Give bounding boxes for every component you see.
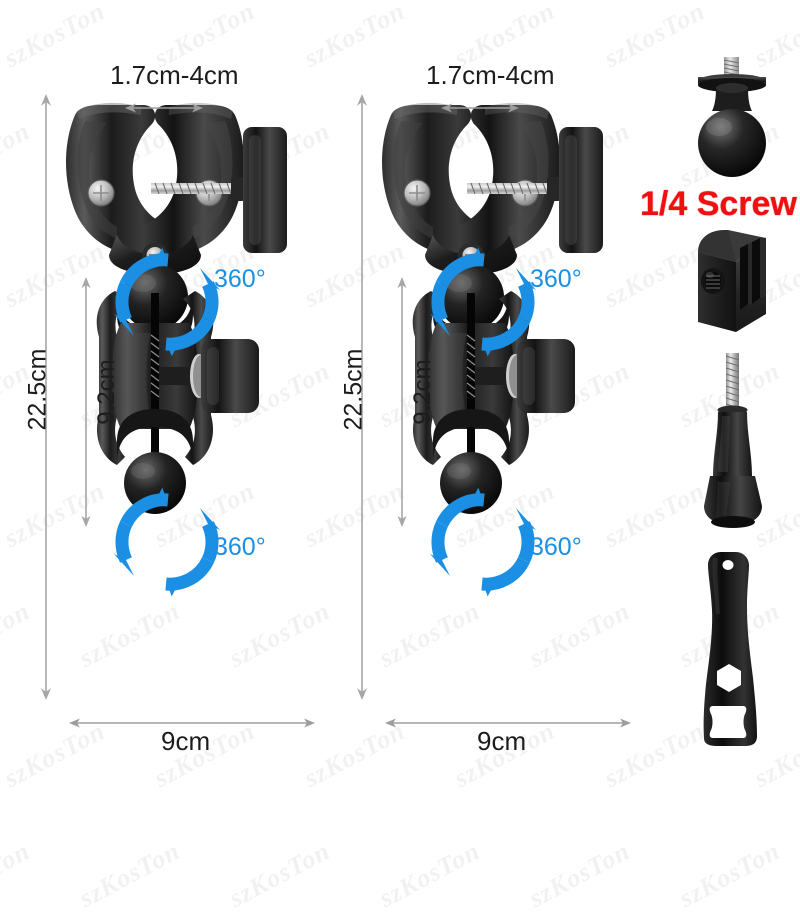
lower-ball-joint (124, 452, 186, 514)
watermark-text: szKosTon (0, 596, 35, 674)
wrench-spanner-tool (693, 548, 765, 748)
measure-height-arm-2 (394, 276, 410, 528)
rotation-arrow-1-bottom-icon (112, 487, 222, 597)
label-rotation-2-bottom: 360° (530, 533, 582, 561)
gopro-tripod-mount-adapter (690, 228, 800, 336)
label-rotation-1-top: 360° (214, 265, 266, 293)
watermark-text: szKosTon (524, 836, 635, 914)
rotation-arrow-2-bottom-icon (428, 487, 538, 597)
watermark-text: szKosTon (0, 0, 110, 74)
watermark-text: szKosTon (299, 0, 410, 74)
top-clamp-jaws (66, 102, 287, 275)
rotation-arrow-1-top-icon (112, 247, 222, 357)
label-top-width-1: 1.7cm-4cm (110, 60, 239, 90)
watermark-text: szKosTon (224, 836, 335, 914)
long-thumb-screw-bolt (700, 350, 770, 530)
label-quarter-inch-screw: 1/4 Screw (640, 185, 797, 223)
measure-top-width-2 (440, 101, 520, 115)
label-top-width-2: 1.7cm-4cm (426, 60, 555, 90)
ball-head-adapter-1-4-screw (672, 55, 792, 180)
watermark-text: szKosTon (374, 836, 485, 914)
clamp-mount-unit-1 (55, 85, 355, 730)
label-rotation-2-top: 360° (530, 265, 582, 293)
watermark-text: szKosTon (74, 836, 185, 914)
measure-height-arm-1 (78, 276, 94, 528)
label-height-arm-1: 9.2cm (93, 359, 120, 425)
label-height-arm-2: 9.2cm (409, 359, 436, 425)
label-height-total-1: 22.5cm (23, 348, 52, 431)
measure-top-width-1 (124, 101, 204, 115)
watermark-text: szKosTon (0, 836, 35, 914)
measure-height-total-1 (38, 92, 54, 702)
watermark-text: szKosTon (0, 116, 35, 194)
measure-base-width-2 (384, 716, 632, 730)
label-height-total-2: 22.5cm (339, 348, 368, 431)
label-base-width-2: 9cm (477, 726, 527, 756)
measure-base-width-1 (68, 716, 316, 730)
label-base-width-1: 9cm (161, 726, 211, 756)
label-rotation-1-bottom: 360° (214, 533, 266, 561)
watermark-text: szKosTon (674, 836, 785, 914)
measure-height-total-2 (354, 92, 370, 702)
clamp-mount-unit-2 (371, 85, 671, 730)
rotation-arrow-2-top-icon (428, 247, 538, 357)
